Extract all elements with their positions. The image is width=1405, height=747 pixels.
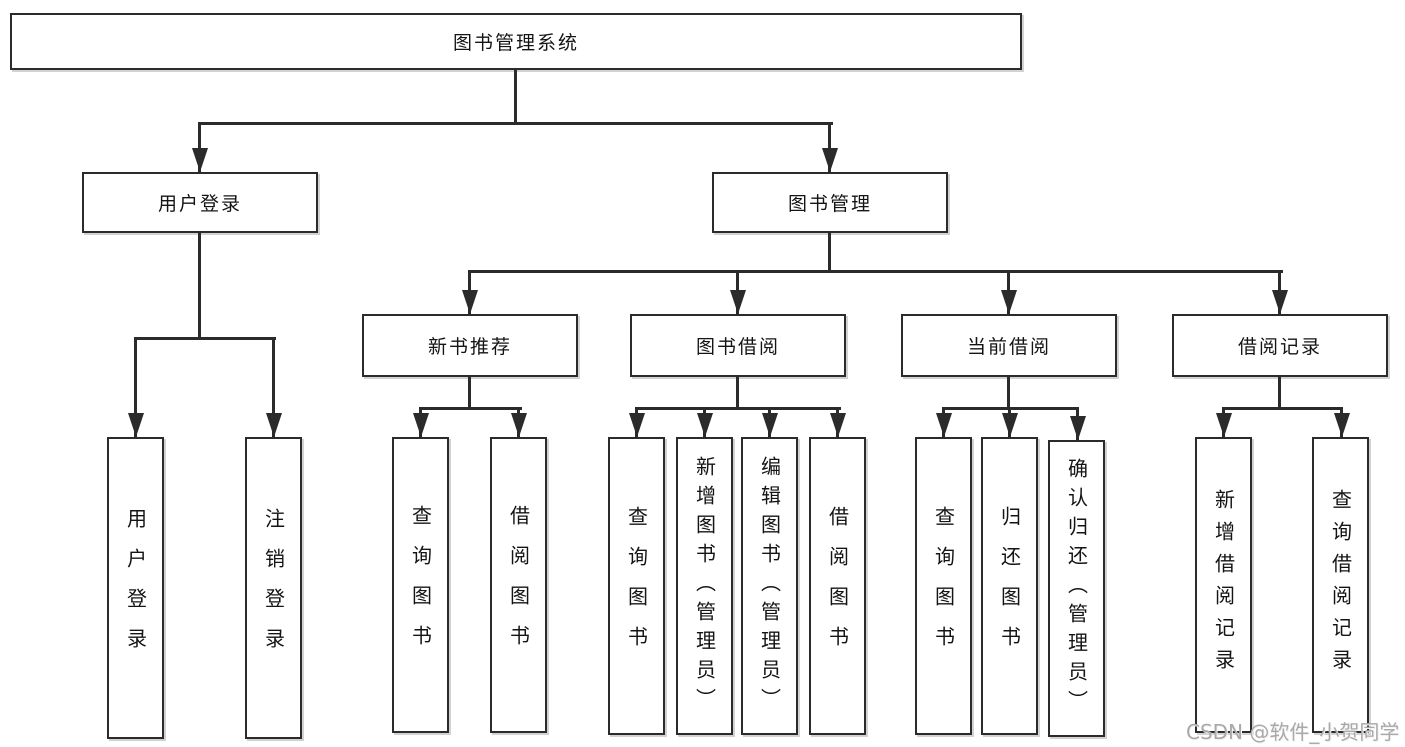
- connector-line-v: [272, 337, 275, 437]
- connector-line-v: [1278, 377, 1281, 407]
- arrow-down-icon: [822, 148, 838, 172]
- node-current-borrow-label: 当前借阅: [966, 336, 1051, 358]
- leaf-edit-book-admin-label: 编辑图书（管理员）: [757, 455, 782, 717]
- connector-line-h: [134, 337, 276, 340]
- node-borrow-records: 借阅记录: [1172, 314, 1388, 377]
- connector-line-v: [736, 377, 739, 407]
- arrow-down-icon: [762, 413, 778, 437]
- node-book-management-label: 图书管理: [787, 193, 872, 215]
- arrow-down-icon: [629, 413, 645, 437]
- leaf-edit-book-admin: 编辑图书（管理员）: [741, 437, 798, 735]
- leaf-user-login-label: 用户登录: [123, 508, 148, 668]
- leaf-query-borrow-record: 查询借阅记录: [1312, 437, 1369, 733]
- leaf-add-book-admin-label: 新增图书（管理员）: [692, 455, 717, 717]
- leaf-confirm-return-admin-label: 确认归还（管理员）: [1064, 458, 1089, 719]
- leaf-borrow-books: 借阅图书: [809, 437, 866, 735]
- connector-line-h: [419, 407, 522, 410]
- connector-line-v: [198, 122, 201, 172]
- arrow-down-icon: [730, 290, 746, 314]
- leaf-add-borrow-record: 新增借阅记录: [1195, 437, 1252, 733]
- node-borrow-records-label: 借阅记录: [1237, 336, 1322, 358]
- leaf-logout: 注销登录: [245, 437, 302, 739]
- node-book-borrow-label: 图书借阅: [695, 336, 780, 358]
- arrow-down-icon: [830, 413, 846, 437]
- arrow-down-icon: [413, 413, 429, 437]
- node-user-login-label: 用户登录: [157, 193, 242, 215]
- connector-line-h: [635, 407, 841, 410]
- arrow-down-icon: [266, 413, 282, 437]
- node-new-book-recommend: 新书推荐: [362, 314, 578, 377]
- node-root: 图书管理系统: [10, 13, 1022, 70]
- leaf-confirm-return-admin: 确认归还（管理员）: [1048, 440, 1105, 737]
- connector-line-v: [468, 377, 471, 407]
- leaf-return-book-label: 归还图书: [997, 506, 1022, 666]
- leaf-query-books-current: 查询图书: [915, 437, 972, 735]
- leaf-query-borrow-record-label: 查询借阅记录: [1328, 489, 1353, 681]
- arrow-down-icon: [697, 413, 713, 437]
- leaf-query-books-recommend-label: 查询图书: [408, 505, 433, 665]
- arrow-down-icon: [936, 413, 952, 437]
- connector-line-v: [1007, 377, 1010, 407]
- leaf-borrow-books-recommend-label: 借阅图书: [506, 505, 531, 665]
- connector-line-v: [198, 233, 201, 337]
- arrow-down-icon: [192, 148, 208, 172]
- arrow-down-icon: [1002, 413, 1018, 437]
- watermark: CSDN @软件_小贺同学: [1186, 720, 1400, 744]
- connector-line-v: [828, 122, 831, 172]
- leaf-query-books-borrow: 查询图书: [608, 437, 665, 735]
- arrow-down-icon: [128, 413, 144, 437]
- arrow-down-icon: [1216, 413, 1232, 437]
- leaf-user-login: 用户登录: [107, 437, 164, 739]
- connector-line-v: [134, 337, 137, 437]
- connector-line-v: [514, 70, 517, 122]
- leaf-query-books-current-label: 查询图书: [931, 506, 956, 666]
- leaf-query-books-borrow-label: 查询图书: [624, 506, 649, 666]
- node-user-login: 用户登录: [82, 172, 318, 233]
- node-book-borrow: 图书借阅: [630, 314, 846, 377]
- connector-line-h: [198, 122, 833, 125]
- node-root-label: 图书管理系统: [452, 32, 579, 54]
- arrow-down-icon: [462, 290, 478, 314]
- arrow-down-icon: [1070, 416, 1086, 440]
- arrow-down-icon: [1334, 413, 1350, 437]
- node-book-management: 图书管理: [712, 172, 948, 233]
- leaf-return-book: 归还图书: [981, 437, 1038, 735]
- leaf-borrow-books-label: 借阅图书: [825, 506, 850, 666]
- connector-line-v: [828, 233, 831, 270]
- connector-line-h: [1222, 407, 1343, 410]
- leaf-query-books-recommend: 查询图书: [392, 437, 449, 733]
- leaf-borrow-books-recommend: 借阅图书: [490, 437, 547, 733]
- arrow-down-icon: [511, 413, 527, 437]
- arrow-down-icon: [1272, 290, 1288, 314]
- leaf-logout-label: 注销登录: [261, 508, 286, 668]
- leaf-add-borrow-record-label: 新增借阅记录: [1211, 489, 1236, 681]
- node-new-book-recommend-label: 新书推荐: [427, 336, 512, 358]
- connector-line-h: [468, 270, 1283, 273]
- leaf-add-book-admin: 新增图书（管理员）: [676, 437, 733, 735]
- arrow-down-icon: [1001, 290, 1017, 314]
- node-current-borrow: 当前借阅: [901, 314, 1117, 377]
